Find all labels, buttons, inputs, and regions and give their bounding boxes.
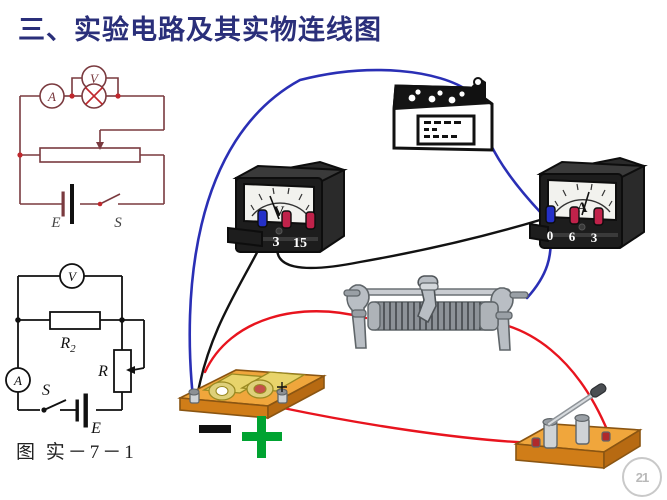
ammeter-terminal-6a-label: 6 (569, 229, 576, 244)
schematic-lower-resistor-label: R (59, 335, 70, 352)
schematic-lower-switch-label: S (42, 382, 50, 399)
schematic-lower-rheostat-label: R (97, 363, 108, 380)
schematic-lower-voltmeter-label: V (68, 269, 78, 284)
battery-terminal-positive[interactable] (276, 382, 288, 404)
sliding-rheostat[interactable] (343, 275, 529, 351)
wire-red-rheostat-to-battery (203, 310, 368, 374)
knife-switch-terminal-left[interactable] (531, 437, 541, 448)
knife-switch-terminal-right[interactable] (601, 431, 611, 442)
figure-caption: 图 实－7－1 (16, 442, 137, 463)
knife-switch-post-left[interactable] (542, 418, 558, 449)
battery-holder[interactable] (177, 369, 327, 420)
power-supply-box[interactable] (392, 77, 494, 152)
knife-switch-post-middle[interactable] (574, 414, 590, 445)
voltmeter-terminal-15v[interactable] (305, 211, 316, 230)
schematic-upper-circuit: A V E S (6, 64, 178, 234)
ammeter-terminal-zero[interactable] (545, 205, 556, 224)
battery-minus-symbol (199, 425, 231, 433)
voltmeter-terminal-3v[interactable] (281, 210, 292, 229)
schematic-upper-switch-label: S (114, 215, 122, 231)
rheostat-post-lower-left[interactable] (351, 309, 367, 318)
wire-blue-battery-to-supply (188, 68, 472, 400)
battery-plus-symbol (242, 416, 282, 458)
ammeter-terminal-zero-label: 0 (547, 228, 554, 243)
rheostat-post-upper-left[interactable] (343, 289, 361, 297)
rheostat-slider[interactable] (417, 275, 439, 324)
schematic-lower-resistor-subscript: 2 (70, 343, 76, 355)
battery-cell-2 (239, 371, 307, 399)
schematic-lower-ammeter-label: A (13, 373, 22, 388)
wire-black-voltmeter-to-battery (196, 241, 264, 394)
wire-red-battery-to-switch (281, 406, 537, 445)
voltmeter-terminal-3v-label: 3 (273, 235, 280, 250)
wire-black-voltmeter-to-ammeter (276, 218, 542, 270)
schematic-lower-battery-label: E (90, 420, 101, 437)
ammeter-dial-symbol: A (577, 200, 588, 216)
schematic-upper-battery-label: E (50, 215, 60, 231)
schematic-lower-circuit: V A R2 R S E (4, 258, 176, 438)
voltmeter-dial-symbol: V (274, 204, 285, 220)
schematic-upper-ammeter-label: A (47, 89, 56, 104)
rheostat-post-lower-right[interactable] (495, 311, 513, 320)
knife-switch-lever[interactable] (546, 382, 607, 427)
ammeter-terminal-6a[interactable] (569, 206, 580, 225)
knife-switch[interactable] (513, 382, 643, 470)
ammeter-device[interactable]: A 0 6 3 (529, 156, 648, 250)
ammeter-terminal-3a[interactable] (593, 207, 604, 226)
voltmeter-device[interactable]: V 3 15 (227, 160, 348, 254)
voltmeter-terminal-negative[interactable] (257, 209, 268, 228)
watermark-badge: 21 (622, 457, 662, 497)
page-title: 三、实验电路及其实物连线图 (18, 15, 382, 45)
svg-text:R2: R2 (59, 335, 76, 355)
rheostat-post-upper-right[interactable] (509, 291, 529, 299)
schematic-upper-voltmeter-label: V (90, 71, 100, 86)
voltmeter-terminal-15v-label: 15 (293, 236, 307, 251)
ammeter-terminal-3a-label: 3 (591, 230, 598, 245)
wire-red-rheostat-to-switch (472, 318, 610, 434)
battery-cell-1 (201, 373, 271, 401)
battery-terminal-negative[interactable] (188, 388, 200, 404)
